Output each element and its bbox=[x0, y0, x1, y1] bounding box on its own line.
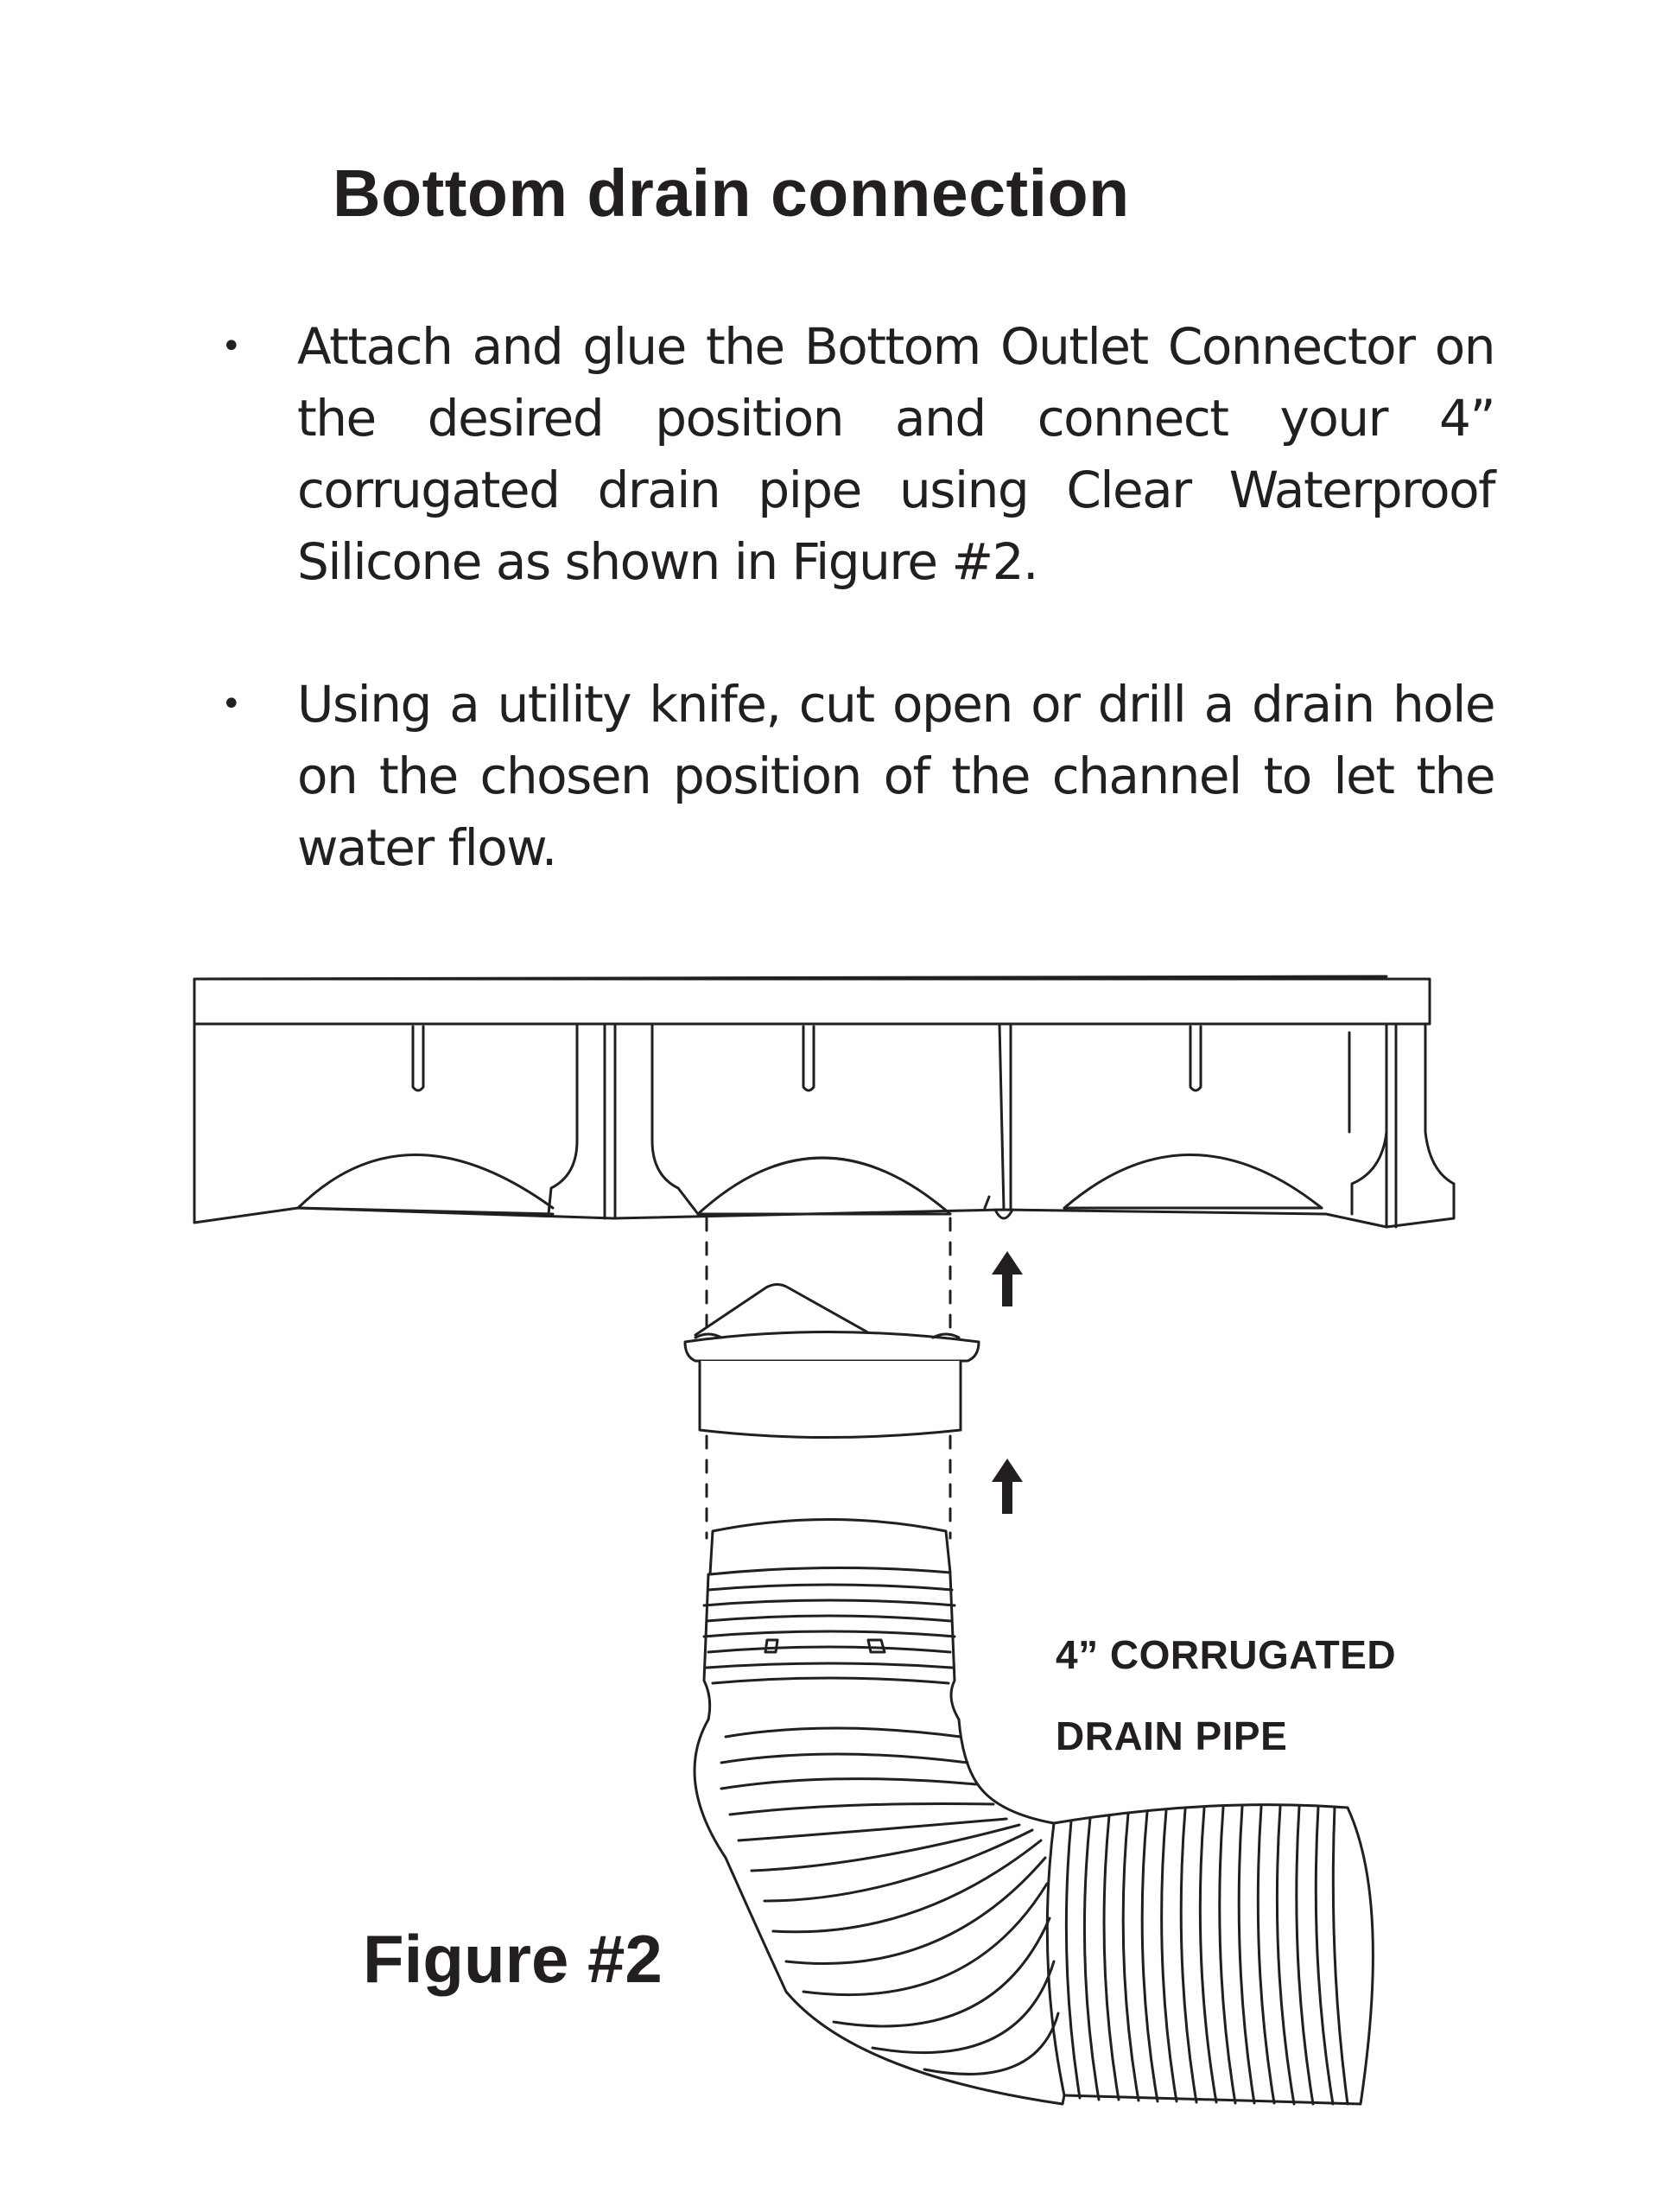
arrow-up-icon bbox=[992, 1459, 1023, 1514]
instruction-text-attach: Attach and glue the Bottom Outlet Connec… bbox=[297, 317, 1496, 591]
corrugated-drain-pipe bbox=[693, 1518, 1374, 2106]
figure-caption: Figure #2 bbox=[363, 1921, 663, 1997]
pipe-label-line2: DRAIN PIPE bbox=[1056, 1713, 1288, 1758]
instruction-list: • Attach and glue the Bottom Outlet Conn… bbox=[216, 311, 1496, 955]
pipe-label-line1: 4” CORRUGATED bbox=[1056, 1632, 1397, 1677]
alignment-guide-lines bbox=[705, 1217, 952, 1540]
bottom-outlet-connector bbox=[683, 1283, 980, 1439]
instruction-text-cut: Using a utility knife, cut open or drill… bbox=[297, 675, 1496, 877]
channel-drain bbox=[193, 975, 1456, 1229]
bullet-icon: • bbox=[221, 684, 242, 724]
list-item: • Using a utility knife, cut open or dri… bbox=[216, 669, 1496, 884]
page-title: Bottom drain connection bbox=[333, 156, 1130, 231]
list-item: • Attach and glue the Bottom Outlet Conn… bbox=[216, 311, 1496, 598]
arrow-up-icon bbox=[992, 1251, 1023, 1306]
bullet-icon: • bbox=[221, 327, 242, 366]
